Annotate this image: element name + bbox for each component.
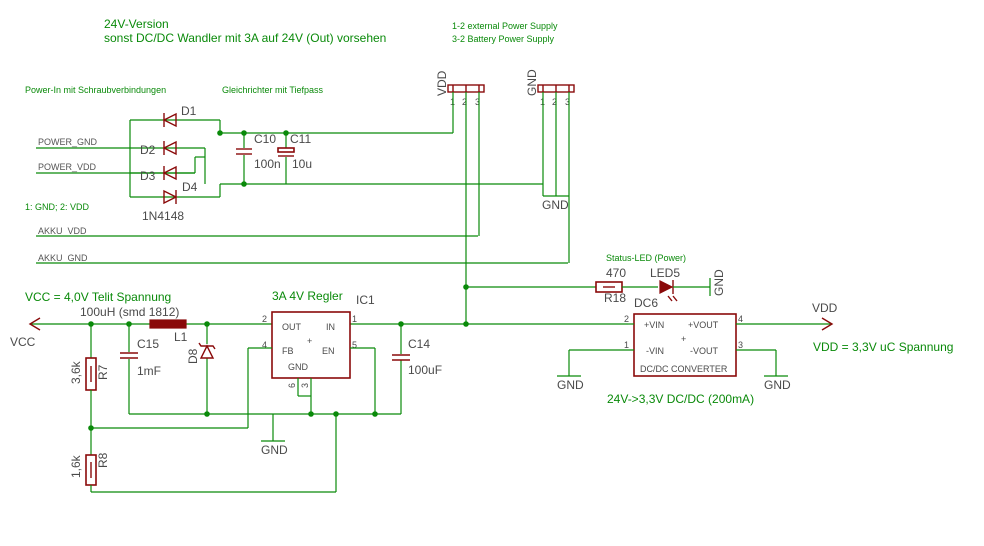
svg-text:4: 4 — [262, 340, 267, 350]
svg-text:DC/DC CONVERTER: DC/DC CONVERTER — [640, 364, 728, 374]
svg-text:2: 2 — [552, 97, 557, 107]
regulator-ic1[interactable]: OUT IN FB EN GND 2 1 4 5 6 3 + — [262, 311, 357, 388]
net-label-akku-vdd: AKKU_VDD — [38, 226, 87, 236]
svg-text:+VOUT: +VOUT — [688, 320, 719, 330]
label-ic1: IC1 — [356, 293, 375, 307]
svg-text:1: 1 — [624, 340, 629, 350]
label-conn-vdd: VDD — [435, 70, 449, 96]
label-led5: LED5 — [650, 266, 680, 280]
input-nets: POWER_GND POWER_VDD AKKU_VDD AKKU_GND — [36, 137, 568, 264]
label-diode-value: 1N4148 — [142, 209, 184, 223]
label-vdd: VDD — [812, 301, 838, 315]
label-c11: C11 — [290, 132, 311, 146]
note-power-in: Power-In mit Schraubverbindungen — [25, 85, 166, 95]
note-regler: 3A 4V Regler — [272, 289, 343, 303]
label-gnd-dc-out: GND — [764, 378, 791, 392]
note-supply-1: 1-2 external Power Supply — [452, 21, 558, 31]
capacitor-c15[interactable] — [120, 352, 138, 359]
label-d1: D1 — [181, 104, 197, 118]
svg-text:IN: IN — [326, 322, 335, 332]
label-r18: R18 — [604, 291, 626, 305]
diode-d8[interactable] — [198, 342, 216, 359]
note-rectifier: Gleichrichter mit Tiefpass — [222, 85, 324, 95]
note-dcdc: 24V->3,3V DC/DC (200mA) — [607, 392, 754, 406]
label-d4: D4 — [182, 180, 198, 194]
diode-d1[interactable] — [162, 112, 177, 128]
svg-text:6: 6 — [287, 383, 297, 388]
label-r18-value: 470 — [606, 266, 626, 280]
label-r7-value: 3,6k — [69, 360, 83, 384]
label-r7: R7 — [96, 364, 110, 380]
label-gnd-led: GND — [712, 269, 726, 296]
label-conn-gnd: GND — [525, 69, 539, 96]
capacitor-c14[interactable] — [392, 354, 410, 361]
label-c11-value: 10u — [292, 157, 312, 171]
label-c10-value: 100n — [254, 157, 281, 171]
label-gnd-conn: GND — [542, 198, 569, 212]
resistor-r7[interactable] — [85, 357, 97, 391]
label-gnd-dc-in: GND — [557, 378, 584, 392]
note-status-led: Status-LED (Power) — [606, 253, 686, 263]
label-d2: D2 — [140, 143, 156, 157]
label-c14-value: 100uF — [408, 363, 442, 377]
filter-caps: C10 100n C11 10u — [217, 130, 453, 187]
resistor-r8[interactable] — [85, 454, 97, 486]
diode-d4[interactable] — [163, 189, 178, 205]
svg-text:4: 4 — [738, 314, 743, 324]
net-label-power-vdd: POWER_VDD — [38, 162, 97, 172]
vdd-arrow-icon — [821, 317, 834, 331]
label-c14: C14 — [408, 337, 430, 351]
label-vcc: VCC — [10, 335, 36, 349]
svg-text:GND: GND — [288, 362, 309, 372]
label-r8: R8 — [96, 452, 110, 468]
net-label-power-gnd: POWER_GND — [38, 137, 98, 147]
label-c15: C15 — [137, 337, 159, 351]
note-vcc: VCC = 4,0V Telit Spannung — [25, 290, 171, 304]
svg-text:OUT: OUT — [282, 322, 302, 332]
svg-text:+: + — [681, 334, 686, 344]
note-supply-2: 3-2 Battery Power Supply — [452, 34, 555, 44]
svg-text:2: 2 — [624, 314, 629, 324]
label-dc6: DC6 — [634, 296, 658, 310]
svg-text:3: 3 — [475, 97, 480, 107]
svg-text:-VIN: -VIN — [646, 346, 664, 356]
note-pinout: 1: GND; 2: VDD — [25, 202, 90, 212]
capacitor-c11[interactable] — [277, 147, 295, 157]
svg-text:3: 3 — [565, 97, 570, 107]
label-l1: L1 — [174, 330, 188, 344]
diode-d2[interactable] — [162, 140, 177, 156]
svg-text:3: 3 — [738, 340, 743, 350]
svg-text:3: 3 — [300, 383, 310, 388]
inductor-l1[interactable] — [149, 319, 187, 329]
dcdc-converter-dc6[interactable]: +VIN +VOUT -VIN -VOUT DC/DC CONVERTER 2 … — [624, 313, 743, 377]
label-c15-value: 1mF — [137, 364, 161, 378]
vcc-arrow-icon — [28, 317, 41, 331]
label-c10: C10 — [254, 132, 276, 146]
svg-text:1: 1 — [352, 314, 357, 324]
net-label-akku-gnd: AKKU_GND — [38, 253, 88, 263]
diode-d3[interactable] — [162, 165, 177, 181]
note-version-1: 24V-Version — [104, 17, 169, 31]
svg-text:+: + — [307, 336, 312, 346]
bridge-rectifier: D1 D2 D3 D4 1N4148 — [129, 104, 221, 223]
label-l1-value: 100uH (smd 1812) — [80, 305, 179, 319]
svg-text:EN: EN — [322, 346, 335, 356]
svg-text:+VIN: +VIN — [644, 320, 664, 330]
label-r8-value: 1,6k — [69, 454, 83, 478]
svg-text:2: 2 — [262, 314, 267, 324]
capacitor-c10[interactable] — [236, 148, 252, 155]
label-d3: D3 — [140, 169, 156, 183]
svg-text:FB: FB — [282, 346, 294, 356]
svg-text:-VOUT: -VOUT — [690, 346, 719, 356]
led-led5[interactable] — [659, 280, 678, 302]
note-vdd: VDD = 3,3V uC Spannung — [813, 340, 953, 354]
label-d8: D8 — [186, 348, 200, 364]
svg-text:2: 2 — [462, 97, 467, 107]
note-version-2: sonst DC/DC Wandler mit 3A auf 24V (Out)… — [104, 31, 386, 45]
label-gnd-regler: GND — [261, 443, 288, 457]
svg-text:5: 5 — [352, 340, 357, 350]
